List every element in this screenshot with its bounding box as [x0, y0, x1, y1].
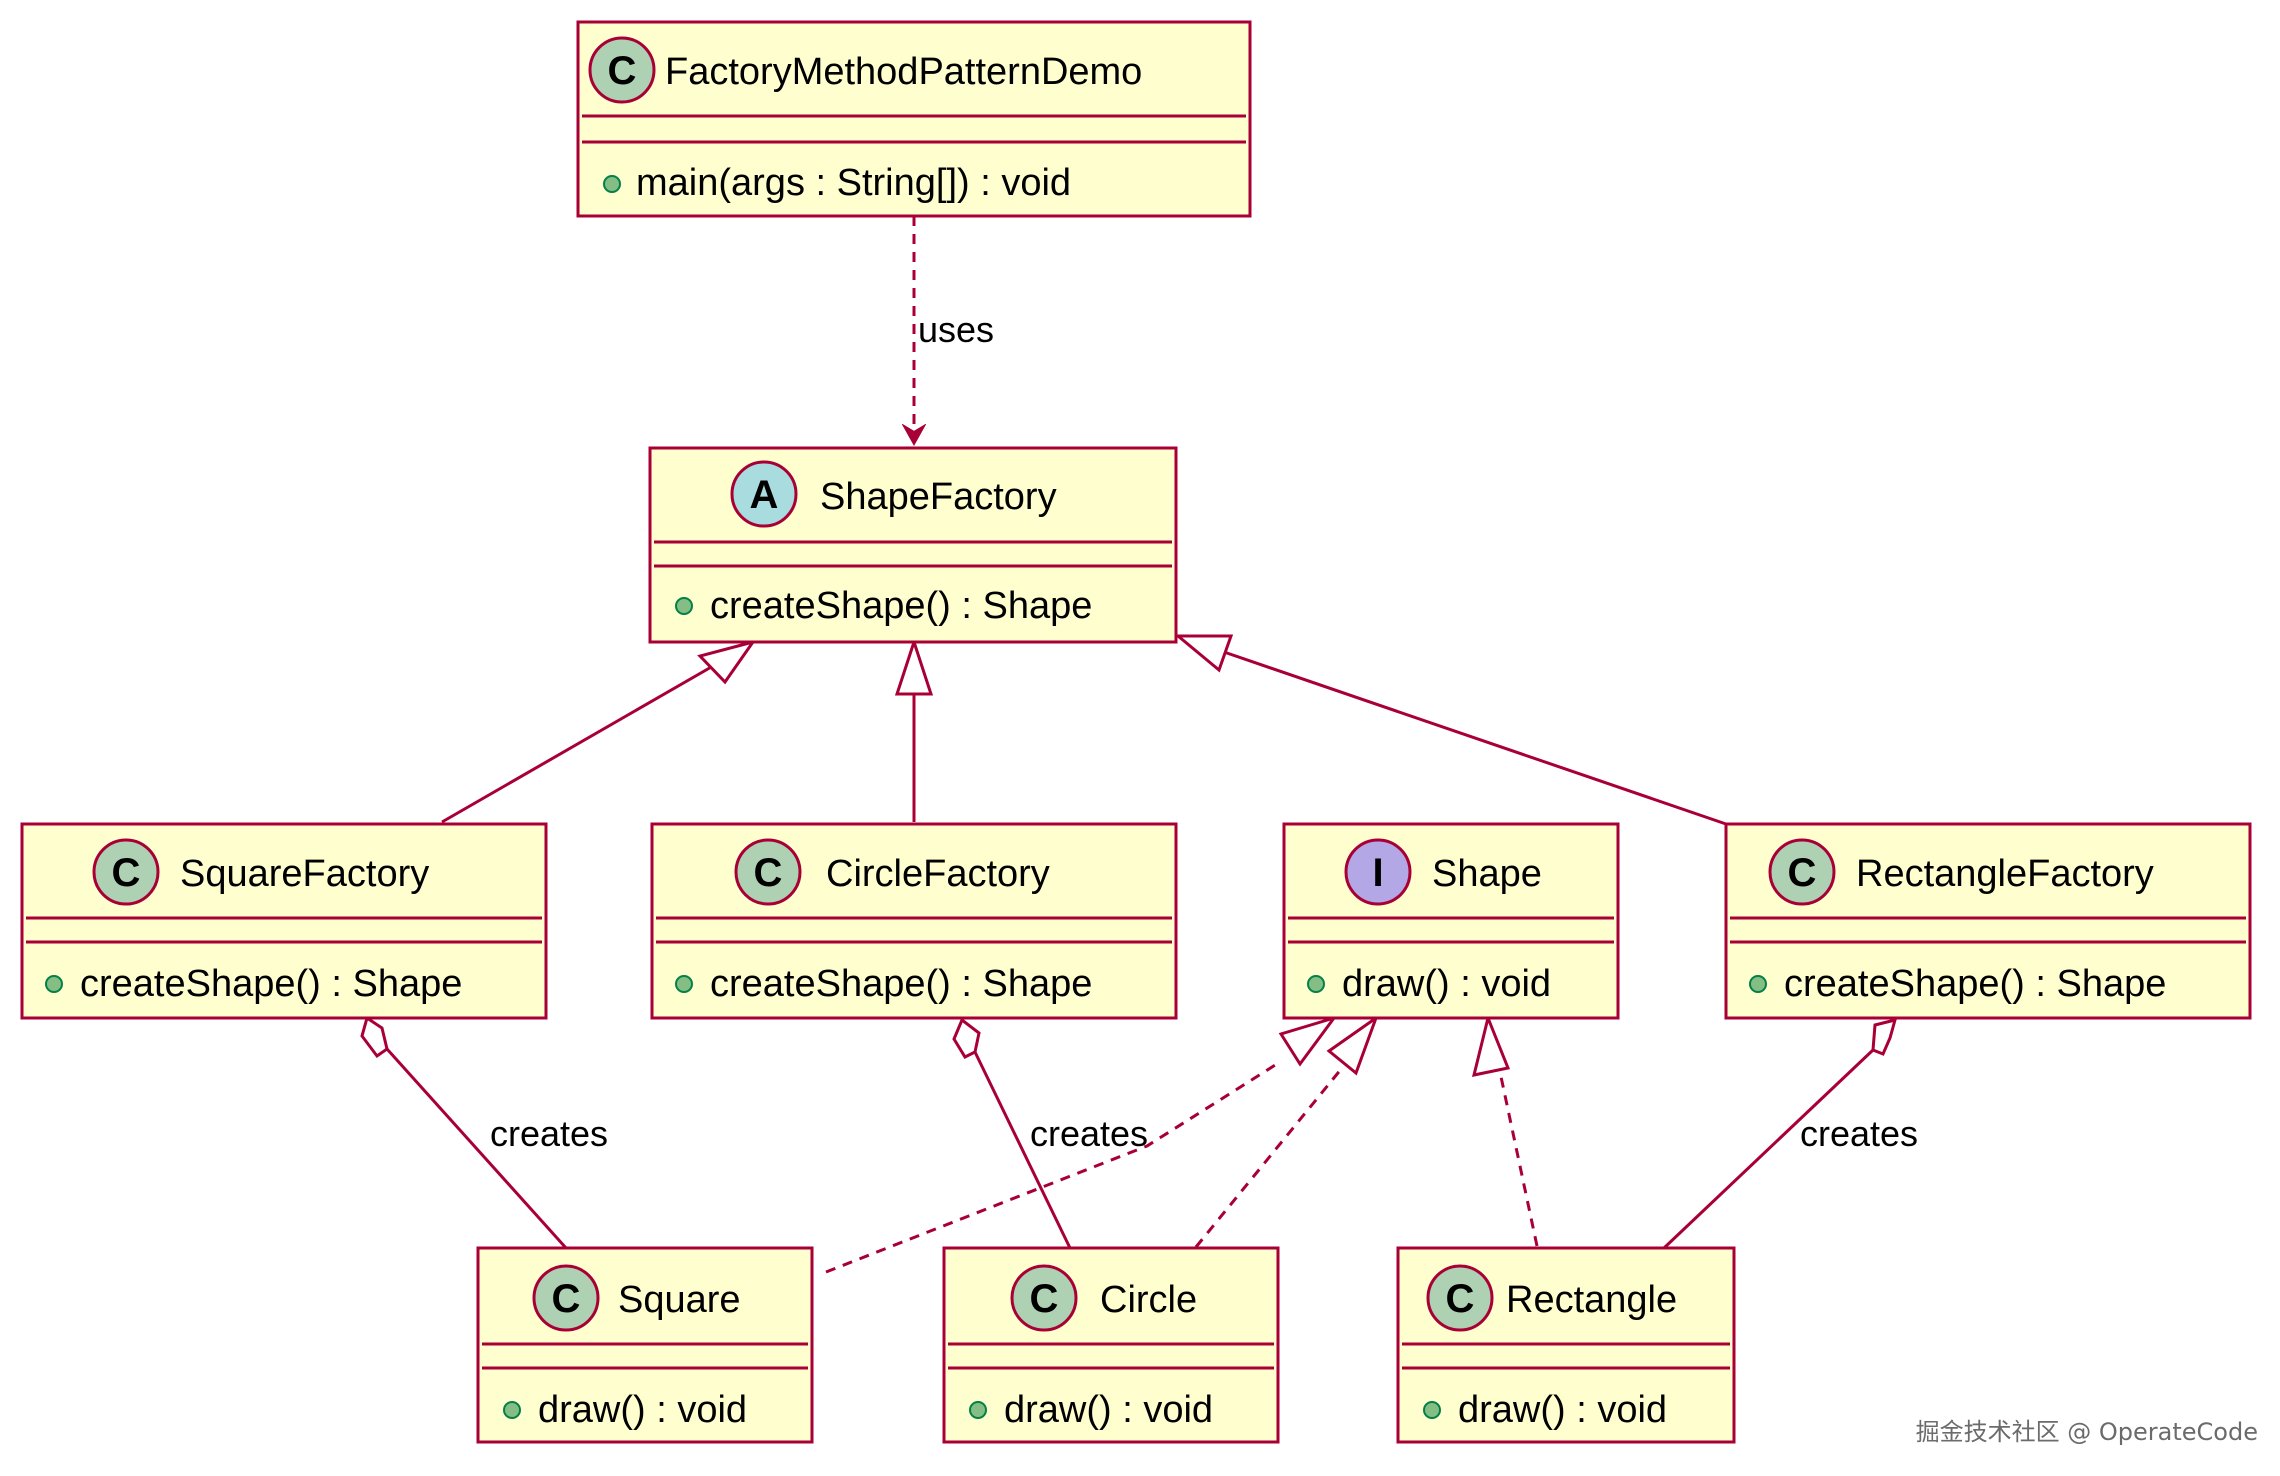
class-stereotype-icon: C [1010, 1264, 1078, 1332]
class-box-square[interactable]: C Square draw() : void [476, 1246, 814, 1444]
class-box-circlefactory[interactable]: C CircleFactory createShape() : Shape [650, 822, 1178, 1020]
class-stereotype-icon: C [532, 1264, 600, 1332]
svg-text:C: C [1446, 1277, 1475, 1321]
class-box-rectanglefactory[interactable]: C RectangleFactory createShape() : Shape [1724, 822, 2252, 1020]
aggregation-diamond-icon [952, 1017, 981, 1059]
svg-text:C: C [608, 49, 637, 93]
class-name: Square [618, 1279, 741, 1321]
inheritance-triangle-icon [894, 637, 934, 696]
uses-label: uses [918, 309, 994, 350]
method-signature: createShape() : Shape [1784, 963, 2166, 1005]
abstract-stereotype-icon: A [730, 460, 798, 528]
svg-text:C: C [552, 1277, 581, 1321]
class-stereotype-icon: C [92, 838, 160, 906]
class-box-circle[interactable]: C Circle draw() : void [942, 1246, 1280, 1444]
svg-text:A: A [750, 473, 779, 517]
rectanglefactory-extends-edge [1223, 650, 1727, 826]
class-box-shapefactory[interactable]: A ShapeFactory createShape() : Shape [648, 446, 1178, 644]
public-method-dot-icon [503, 1401, 521, 1419]
creates-circle-label: creates [1030, 1113, 1148, 1154]
class-stereotype-icon: C [734, 838, 802, 906]
method-signature: draw() : void [1342, 963, 1551, 1005]
class-box-rectangle[interactable]: C Rectangle draw() : void [1396, 1246, 1736, 1444]
aggregation-diamond-icon [1871, 1017, 1898, 1056]
public-method-dot-icon [675, 597, 693, 615]
public-method-dot-icon [969, 1401, 987, 1419]
creates-rectangle-label: creates [1800, 1113, 1918, 1154]
inheritance-triangle-icon [1173, 634, 1234, 673]
public-method-dot-icon [1749, 975, 1767, 993]
rectangle-implements-edge [1498, 1071, 1539, 1247]
realization-triangle-icon [1326, 1014, 1380, 1076]
squarefactory-creates-square-edge [385, 1047, 568, 1250]
method-signature: draw() : void [1004, 1389, 1213, 1431]
watermark-text: 掘金技术社区 @ OperateCode [1916, 1418, 2258, 1446]
svg-text:I: I [1372, 851, 1383, 895]
class-name: Rectangle [1506, 1279, 1677, 1321]
method-signature: createShape() : Shape [80, 963, 462, 1005]
class-stereotype-icon: C [1426, 1264, 1494, 1332]
class-name: FactoryMethodPatternDemo [665, 51, 1142, 93]
public-method-dot-icon [675, 975, 693, 993]
method-signature: draw() : void [1458, 1389, 1667, 1431]
square-implements-edge [825, 1060, 1281, 1274]
public-method-dot-icon [1423, 1401, 1441, 1419]
creates-square-label: creates [490, 1113, 608, 1154]
public-method-dot-icon [603, 175, 621, 193]
class-stereotype-icon: C [1768, 838, 1836, 906]
method-signature: draw() : void [538, 1389, 747, 1431]
public-method-dot-icon [1307, 975, 1325, 993]
public-method-dot-icon [45, 975, 63, 993]
edges [360, 216, 1898, 1274]
class-name: Circle [1100, 1279, 1197, 1321]
class-box-shape[interactable]: I Shape draw() : void [1282, 822, 1620, 1020]
circle-implements-edge [1194, 1067, 1344, 1248]
class-box-factorymethodpatterndemo[interactable]: C FactoryMethodPatternDemo main(args : S… [576, 20, 1252, 218]
rectanglefactory-creates-rectangle-edge [1662, 1048, 1875, 1250]
realization-triangle-icon [1278, 1015, 1338, 1067]
realization-triangle-icon [1471, 1013, 1511, 1077]
class-box-squarefactory[interactable]: C SquareFactory createShape() : Shape [20, 822, 548, 1020]
class-stereotype-icon: C [588, 36, 656, 104]
inheritance-triangle-icon [697, 639, 757, 685]
method-signature: createShape() : Shape [710, 963, 1092, 1005]
squarefactory-extends-edge [441, 664, 714, 824]
interface-stereotype-icon: I [1344, 838, 1412, 906]
class-name: ShapeFactory [820, 476, 1057, 518]
class-name: Shape [1432, 853, 1542, 895]
method-signature: createShape() : Shape [710, 585, 1092, 627]
class-name: SquareFactory [180, 853, 429, 895]
svg-text:C: C [1030, 1277, 1059, 1321]
svg-text:C: C [754, 851, 783, 895]
svg-text:C: C [112, 851, 141, 895]
circlefactory-creates-circle-edge [973, 1051, 1072, 1249]
svg-text:C: C [1788, 851, 1817, 895]
class-name: CircleFactory [826, 853, 1050, 895]
class-name: RectangleFactory [1856, 853, 2154, 895]
aggregation-diamond-icon [360, 1015, 389, 1059]
method-signature: main(args : String[]) : void [636, 162, 1071, 204]
